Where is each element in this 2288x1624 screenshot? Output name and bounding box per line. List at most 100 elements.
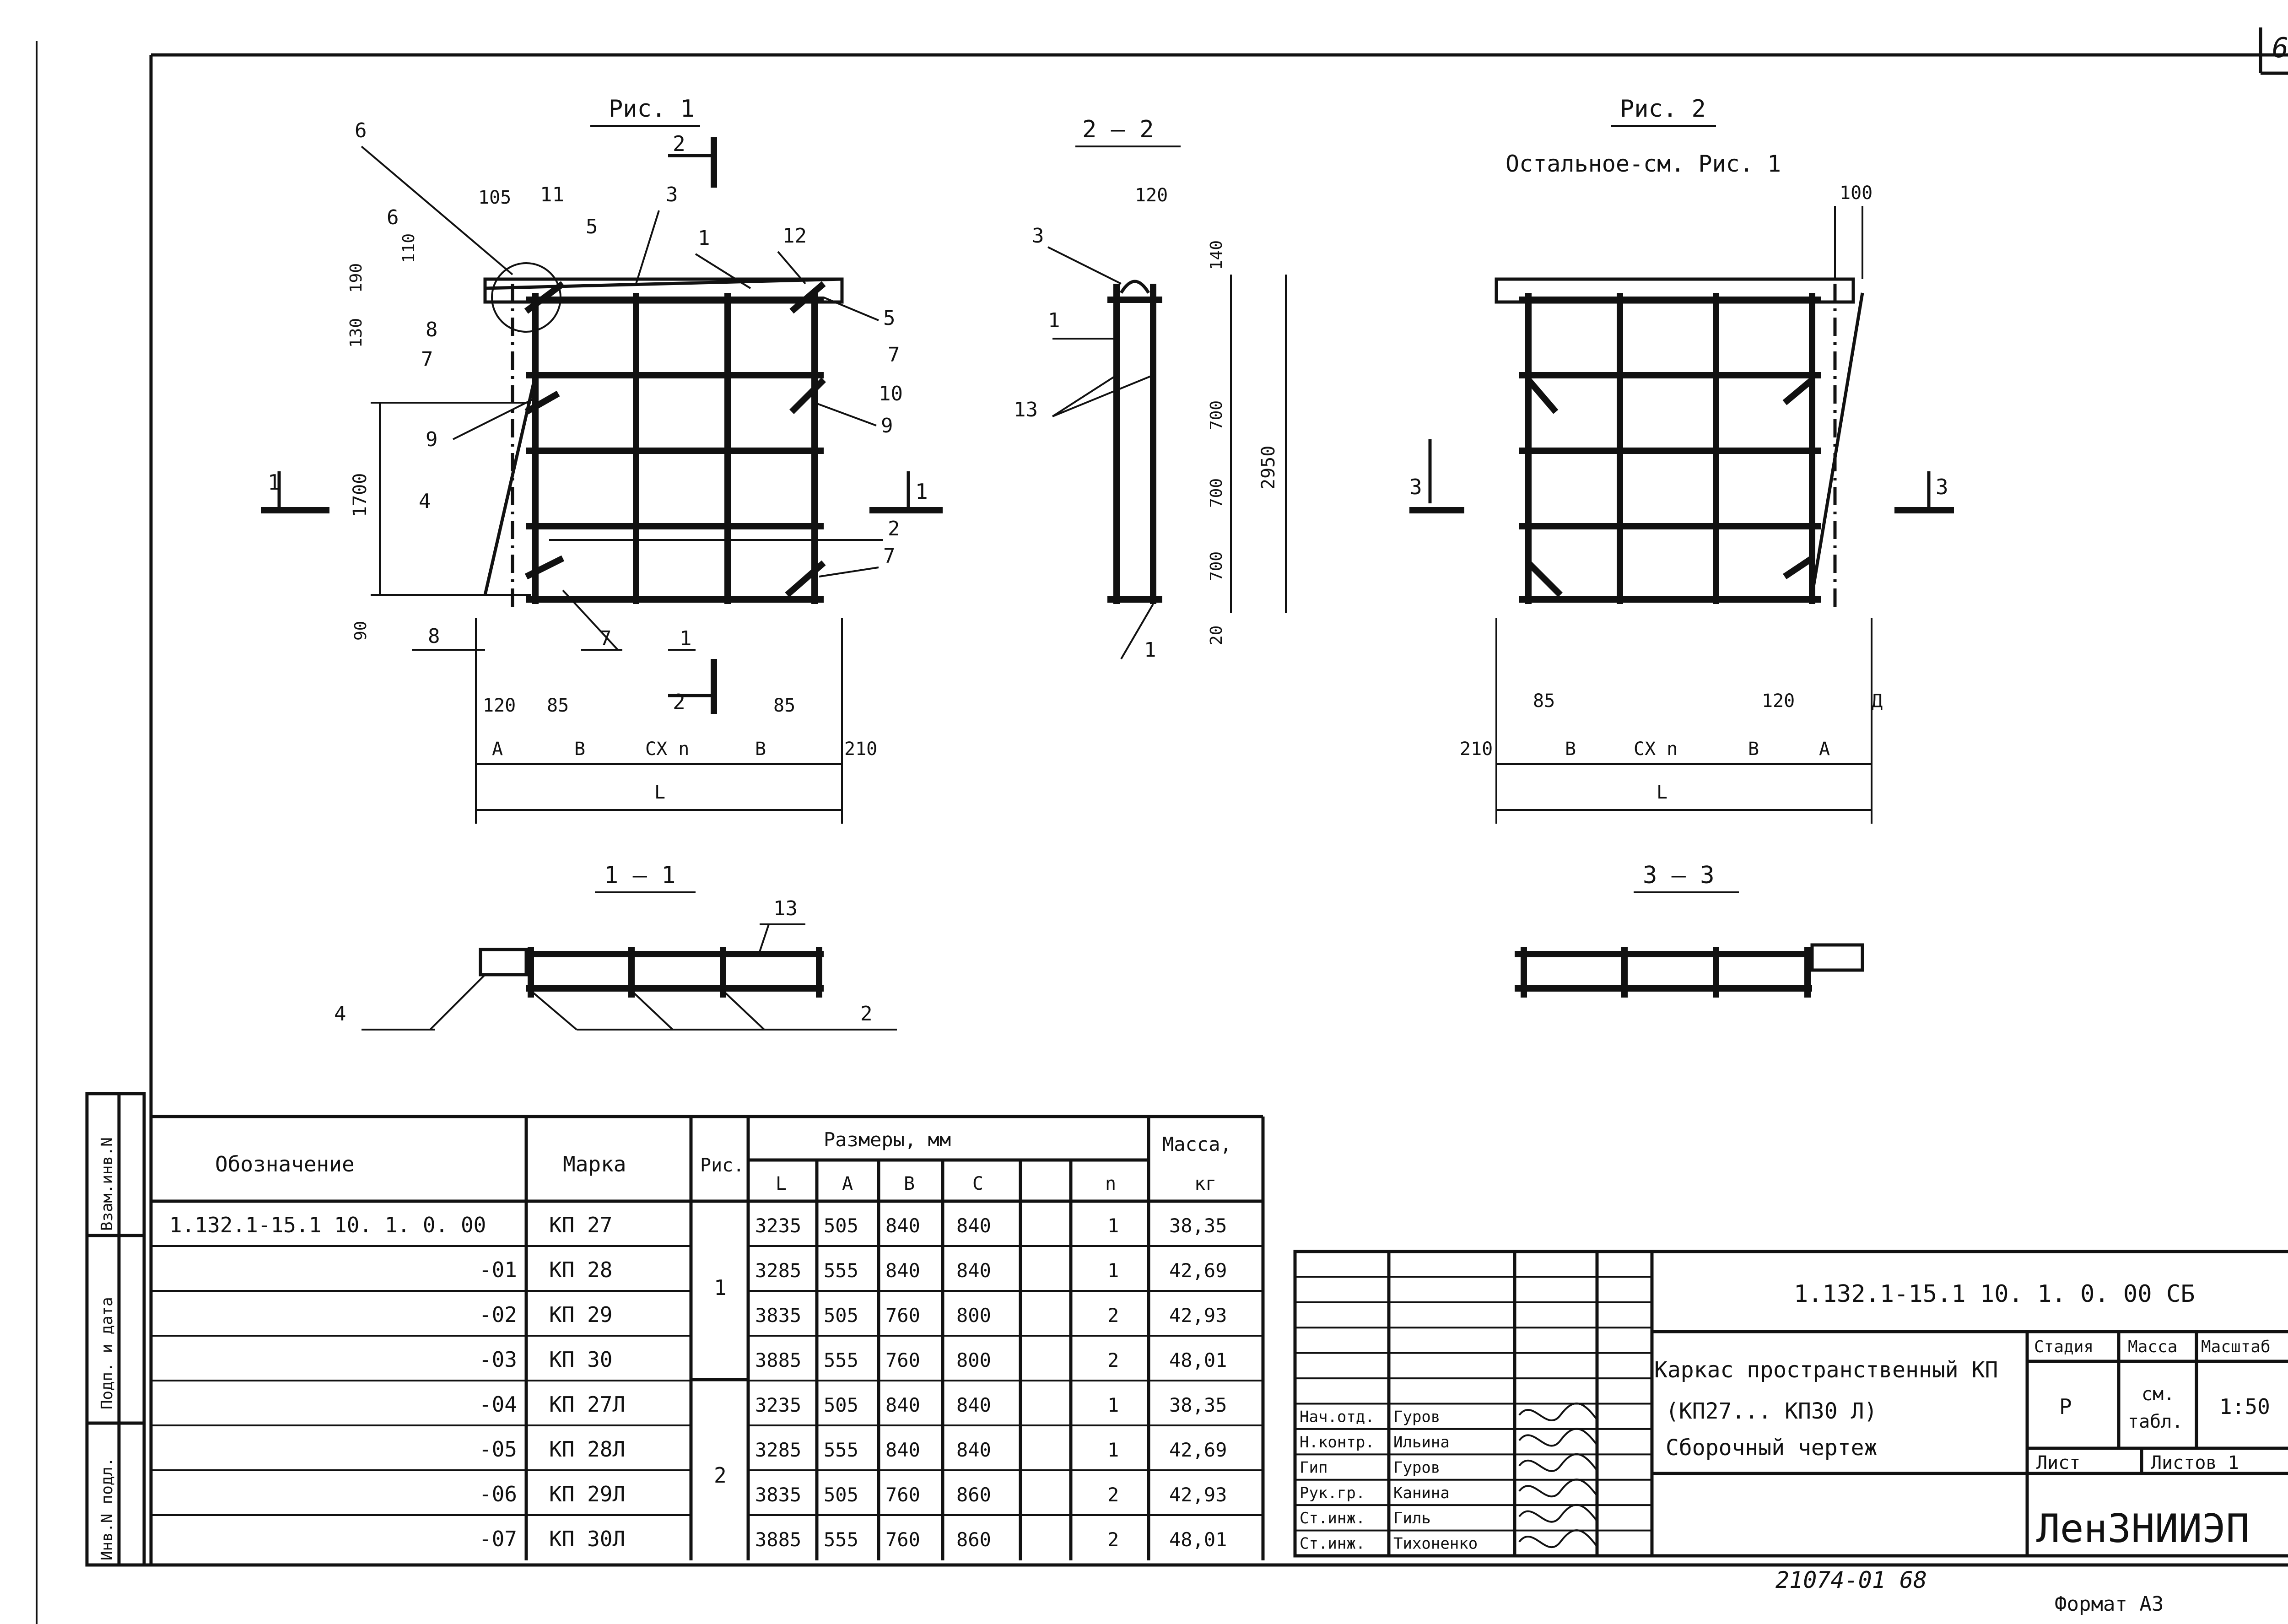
hdr-designation: Обозначение [215,1152,355,1176]
row-mark: КП 27 [549,1213,612,1237]
stage-header: Стадия [2034,1338,2094,1356]
fig-group-2: 2 [714,1463,727,1488]
sig-role: Гип [1300,1458,1327,1477]
row-n: 2 [1107,1349,1119,1371]
row-mark: КП 30 [549,1347,612,1372]
row-designation: -05 [479,1437,517,1462]
sec11-title: 1 — 1 [604,862,676,889]
row-n: 1 [1107,1439,1119,1461]
dim-120: 120 [483,695,516,716]
fig2-dim-cxn: CX n [1634,739,1678,760]
section-3-3: 3 — 3 [1515,862,1864,998]
row-L: 3235 [755,1214,801,1237]
row-B: 760 [885,1528,920,1551]
dim-130: 130 [347,318,366,348]
row-C: 800 [956,1304,991,1327]
row-mark: КП 29 [549,1302,612,1327]
fig2-title: Рис. 2 [1620,95,1706,123]
dim-105: 105 [478,187,511,208]
row-designation: -01 [479,1257,517,1282]
dim-B1: B [574,739,585,760]
mass-value-1: см. [2142,1384,2175,1405]
callout-6b: 6 [387,206,399,229]
row-A: 505 [824,1214,858,1237]
hdr-mass-unit: кг [1194,1173,1216,1194]
callout-2: 2 [888,517,900,540]
fig-group-1: 1 [714,1275,727,1300]
row-L: 3285 [755,1259,801,1282]
dim-cxn: CX n [645,739,689,760]
format-label: Формат А3 [2055,1592,2164,1616]
row-A: 555 [824,1439,858,1461]
row-mark: КП 28 [549,1257,612,1282]
row-A: 505 [824,1394,858,1416]
row-mark: КП 30Л [549,1527,625,1551]
sec11-callout-4: 4 [334,1002,346,1025]
scale-value: 1:50 [2219,1394,2270,1419]
inventory-number: 21074-01 68 [1775,1567,1927,1593]
row-B: 840 [885,1394,920,1416]
sig-name: Гиль [1393,1509,1431,1527]
row-C: 860 [956,1484,991,1506]
fig1-title: Рис. 1 [609,95,695,123]
fig2-dim-85: 85 [1533,691,1555,712]
callout-11: 11 [540,183,564,206]
fig2-dim-L: L [1657,782,1667,803]
stamp-inv: Инв.N подл. [98,1457,116,1560]
title-line-3: Сборочный чертеж [1666,1435,1877,1461]
sig-name: Гуров [1393,1408,1440,1426]
callout-9b: 9 [881,414,893,437]
organization: ЛенЗНИИЭП [2036,1506,2250,1552]
mass-header: Масса [2128,1338,2177,1356]
row-designation: -07 [479,1527,517,1551]
dim-85b: 85 [773,695,795,716]
fig1-sec2-bot: 2 [673,690,685,714]
row-mark: КП 29Л [549,1482,625,1506]
row-designation: -06 [479,1482,517,1506]
hdr-B: B [904,1173,915,1194]
fig2-dim-B1: B [1565,739,1576,760]
dim-190: 190 [347,263,366,293]
fig2-note: Остальное-см. Рис. 1 [1506,151,1781,177]
row-mark: КП 28Л [549,1437,625,1462]
mass-value-2: табл. [2128,1411,2183,1432]
hdr-C: C [972,1173,983,1194]
row-B: 840 [885,1214,920,1237]
stamp-sign: Подп. и дата [98,1297,116,1409]
sec11-callout-13: 13 [773,897,798,920]
signature-scribble [1518,1529,1598,1548]
signature-scribble [1518,1428,1598,1447]
dim-1700: 1700 [350,473,371,517]
sheets-label: Листов 1 [2151,1452,2239,1473]
signature-scribble [1518,1453,1598,1472]
callout-1b: 1 [680,627,692,650]
sig-name: Канина [1393,1484,1450,1502]
section-1-1: 1 — 1 13 4 2 [334,862,897,1031]
fig1-sec1-right: 1 [915,479,928,504]
sec22-dim-700b: 700 [1207,478,1226,508]
row-C: 840 [956,1259,991,1282]
row-L: 3285 [755,1439,801,1461]
row-C: 840 [956,1214,991,1237]
callout-9a: 9 [426,428,438,451]
fig1-sec2-top: 2 [673,131,685,156]
signature-scribble [1518,1403,1598,1422]
row-B: 760 [885,1304,920,1327]
stamp-replace: Взам.инв.N [98,1137,116,1231]
callout-8b: 8 [428,625,440,648]
row-mass: 42,69 [1169,1439,1227,1461]
row-mass: 48,01 [1169,1349,1227,1371]
row-designation: -02 [479,1302,517,1327]
fig2-dim-100: 100 [1840,183,1872,204]
callout-4: 4 [419,490,431,513]
callout-6a: 6 [355,119,367,142]
sec22-callout-1: 1 [1048,309,1060,332]
callout-3: 3 [666,183,678,206]
hdr-mark: Марка [563,1152,626,1176]
row-mass: 42,69 [1169,1259,1227,1282]
fig2-sec3-left: 3 [1409,475,1422,499]
stage-value: Р [2059,1394,2072,1419]
document-code: 1.132.1-15.1 10. 1. 0. 00 СБ [1794,1280,2195,1308]
row-B: 840 [885,1259,920,1282]
